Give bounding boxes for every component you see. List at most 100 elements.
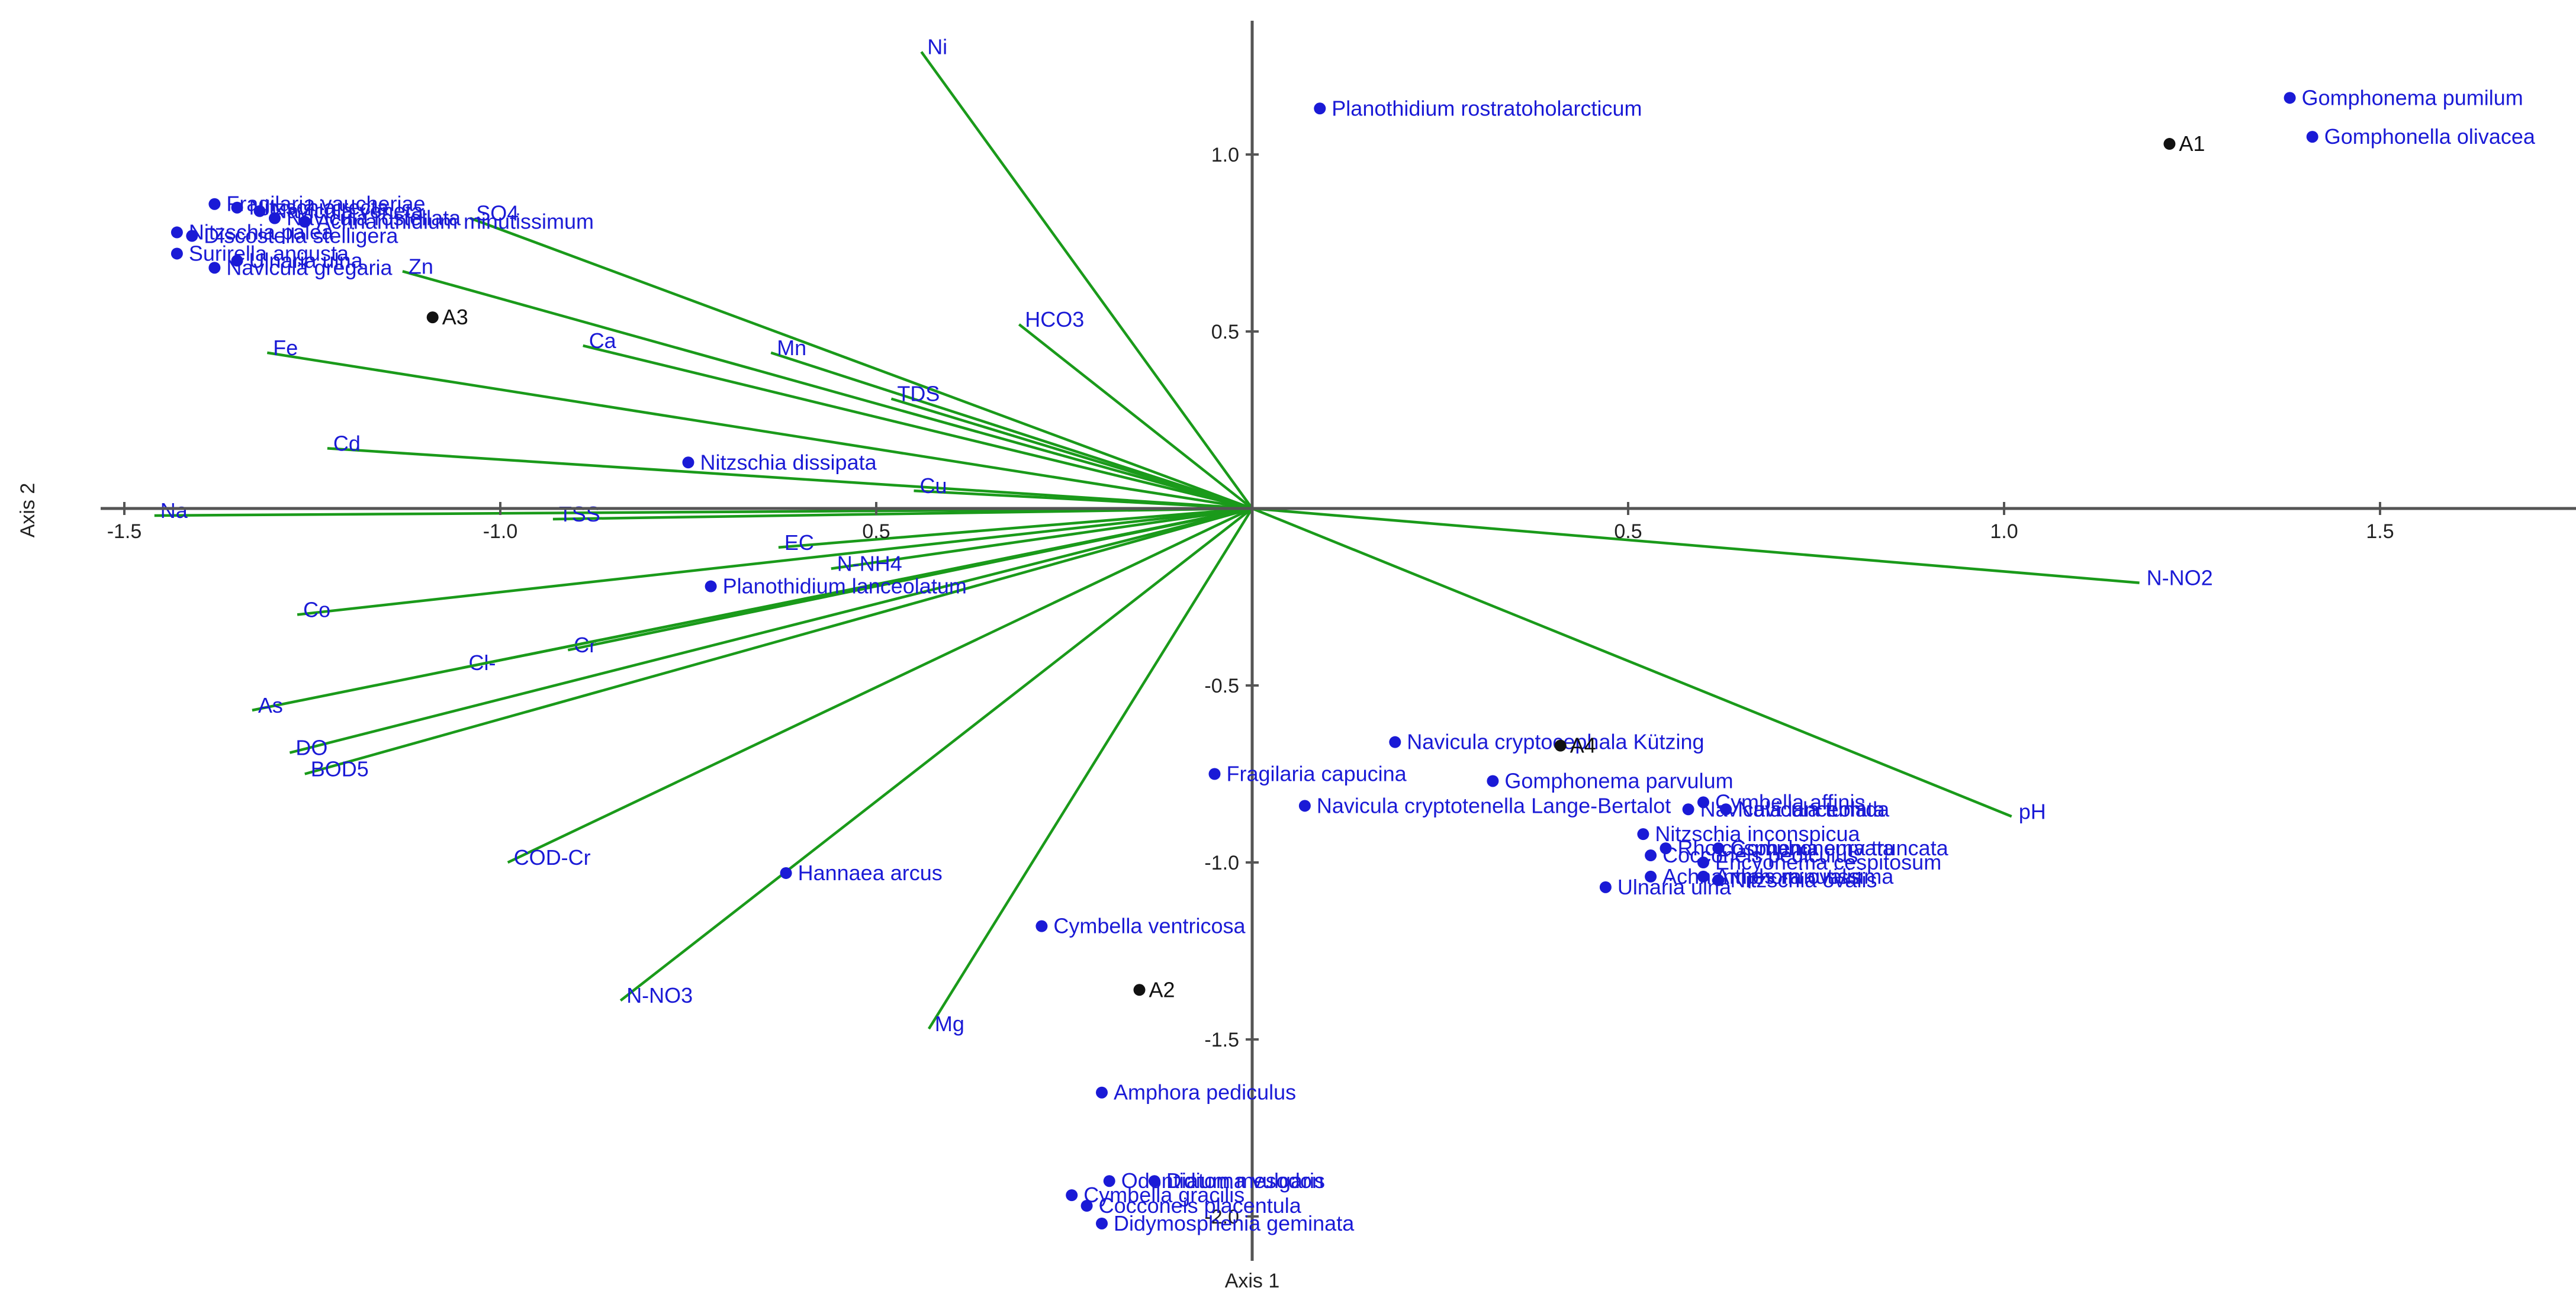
vector-n-no2: N-NO2 <box>1252 507 2213 590</box>
site-label: A4 <box>1570 733 1596 758</box>
y-tick-label: 0.5 <box>1211 321 1239 343</box>
species-point <box>231 201 243 214</box>
site-label: A3 <box>442 305 468 329</box>
site-a1: A1 <box>2163 131 2205 156</box>
vector-label: DO <box>295 736 327 760</box>
species-point <box>1096 1086 1108 1099</box>
species-label: Achnanthidium minutissimum <box>317 210 594 234</box>
species-achnanthes-minutissima: Achnanthes minutissima <box>1645 864 1894 888</box>
species-surirella-angusta: Surirella angusta <box>171 241 349 265</box>
species-navicula-cryptotenella-lange-bertalot: Navicula cryptotenella Lange-Bertalot <box>1298 793 1671 817</box>
vector-label: Zn <box>409 254 433 278</box>
vector-label: N-NO2 <box>2147 566 2213 590</box>
species-diatoma-vulgaris: Diatoma vulgaris <box>1148 1168 1325 1193</box>
species-cocconeis-pediculus: Cocconeis pediculus <box>1645 843 1858 867</box>
vector-line <box>327 447 1253 510</box>
vector-hco3: HCO3 <box>1018 307 1253 510</box>
vector-label: Ni <box>927 35 947 59</box>
species-point <box>171 247 183 260</box>
species-hannaea-arcus: Hannaea arcus <box>780 861 943 885</box>
species-gomphonema-parvulum: Gomphonema parvulum <box>1487 768 1734 793</box>
vector-line <box>778 507 1253 549</box>
species-point <box>231 255 243 267</box>
species-point <box>1645 870 1657 883</box>
species-point <box>2284 92 2296 104</box>
vector-line <box>552 507 1253 521</box>
species-label: Navicula cryptotenella Lange-Bertalot <box>1317 793 1671 817</box>
vector-label: SO4 <box>476 201 519 226</box>
species-point <box>1682 803 1694 816</box>
vector-line <box>619 507 1253 1002</box>
species-point <box>1720 803 1732 816</box>
species-label: Gomphonella olivacea <box>2324 124 2536 149</box>
x-tick-label: 0.5 <box>1614 520 1642 543</box>
vector-ca: Ca <box>583 329 1253 510</box>
species-ulnaria-ulna: Ulnaria ulna <box>231 248 364 272</box>
species-planothidium-rostratoholarcticum: Planothidium rostratoholarcticum <box>1314 96 1642 120</box>
species-point <box>298 215 311 228</box>
vector-label: Na <box>160 498 188 523</box>
species-label: Navicula gregaria <box>226 255 393 279</box>
species-label: Cocconeis placentula <box>1099 1193 1302 1218</box>
species-amphora-pediculus: Amphora pediculus <box>1096 1080 1296 1105</box>
species-label: Gomphonema truncata <box>1730 836 1948 860</box>
site-point <box>1554 739 1567 752</box>
species-label: Encyonema cespitosum <box>1715 850 1941 874</box>
y-tick-label: -1.0 <box>1204 852 1239 874</box>
vector-label: Mn <box>777 336 806 360</box>
species-point <box>1697 796 1709 809</box>
vector-line <box>1252 507 2012 818</box>
species-label: Planothidium rostratoholarcticum <box>1332 96 1642 120</box>
species-point <box>1103 1175 1115 1187</box>
site-a2: A2 <box>1133 977 1175 1002</box>
y-tick-label: -0.5 <box>1204 675 1239 697</box>
species-nitzschia-ovalis: Nitzschia ovalis <box>1712 868 1877 892</box>
vector-line <box>890 397 1253 510</box>
species-label: Nitzschia ovalis <box>1730 868 1877 892</box>
species-label: Hannaea arcus <box>798 861 943 885</box>
vector-label: Mg <box>935 1012 964 1036</box>
x-tick-label: -1.5 <box>107 520 142 543</box>
vector-line <box>252 507 1253 712</box>
x-axis-title: Axis 1 <box>1225 1270 1280 1292</box>
species-label: Nitzschia palea <box>189 220 334 244</box>
species-point <box>269 212 281 224</box>
site-point <box>2163 138 2176 150</box>
species-label: Navicula rostellata <box>287 206 461 230</box>
vector-line <box>289 507 1253 754</box>
species-didymosphenia-geminata: Didymosphenia geminata <box>1096 1211 1355 1235</box>
species-point <box>1712 842 1725 855</box>
species-point <box>1712 874 1725 886</box>
species-label: Nitzschia dissipata <box>700 450 877 474</box>
species-point <box>1080 1200 1093 1212</box>
species-navicula-veneta: Navicula veneta <box>253 199 424 223</box>
species-navicula-gregaria: Navicula gregaria <box>208 255 393 279</box>
vector-line <box>831 507 1253 570</box>
site-a4: A4 <box>1554 733 1596 758</box>
species-point <box>1697 870 1709 883</box>
vector-label: BOD5 <box>311 757 369 781</box>
species-label: Amphora ovalis <box>1715 864 1862 888</box>
vector-ec: EC <box>778 507 1253 555</box>
vector-mn: Mn <box>770 336 1253 510</box>
x-tick-label: 1.0 <box>1990 520 2018 543</box>
vector-label: N-NH4 <box>837 552 902 576</box>
species-point <box>1066 1189 1078 1202</box>
x-tick-label: 1.5 <box>2366 520 2394 543</box>
species-planothidium-lanceolatum: Planothidium lanceolatum <box>705 574 967 598</box>
vector-cd: Cd <box>327 431 1253 510</box>
species-label: Cocconeis pediculus <box>1662 843 1858 867</box>
species-label: Amphora pediculus <box>1114 1080 1296 1105</box>
vector-label: Cu <box>920 474 947 498</box>
vector-do: DO <box>289 507 1253 760</box>
vector-label: Cd <box>333 431 361 455</box>
x-tick-label: -1.0 <box>483 520 518 543</box>
species-label: Planothidium lanceolatum <box>723 574 967 598</box>
vector-mg: Mg <box>927 507 1253 1036</box>
vector-n-nh4: N-NH4 <box>831 507 1253 576</box>
vector-line <box>914 489 1253 510</box>
vector-label: pH <box>2019 799 2046 823</box>
